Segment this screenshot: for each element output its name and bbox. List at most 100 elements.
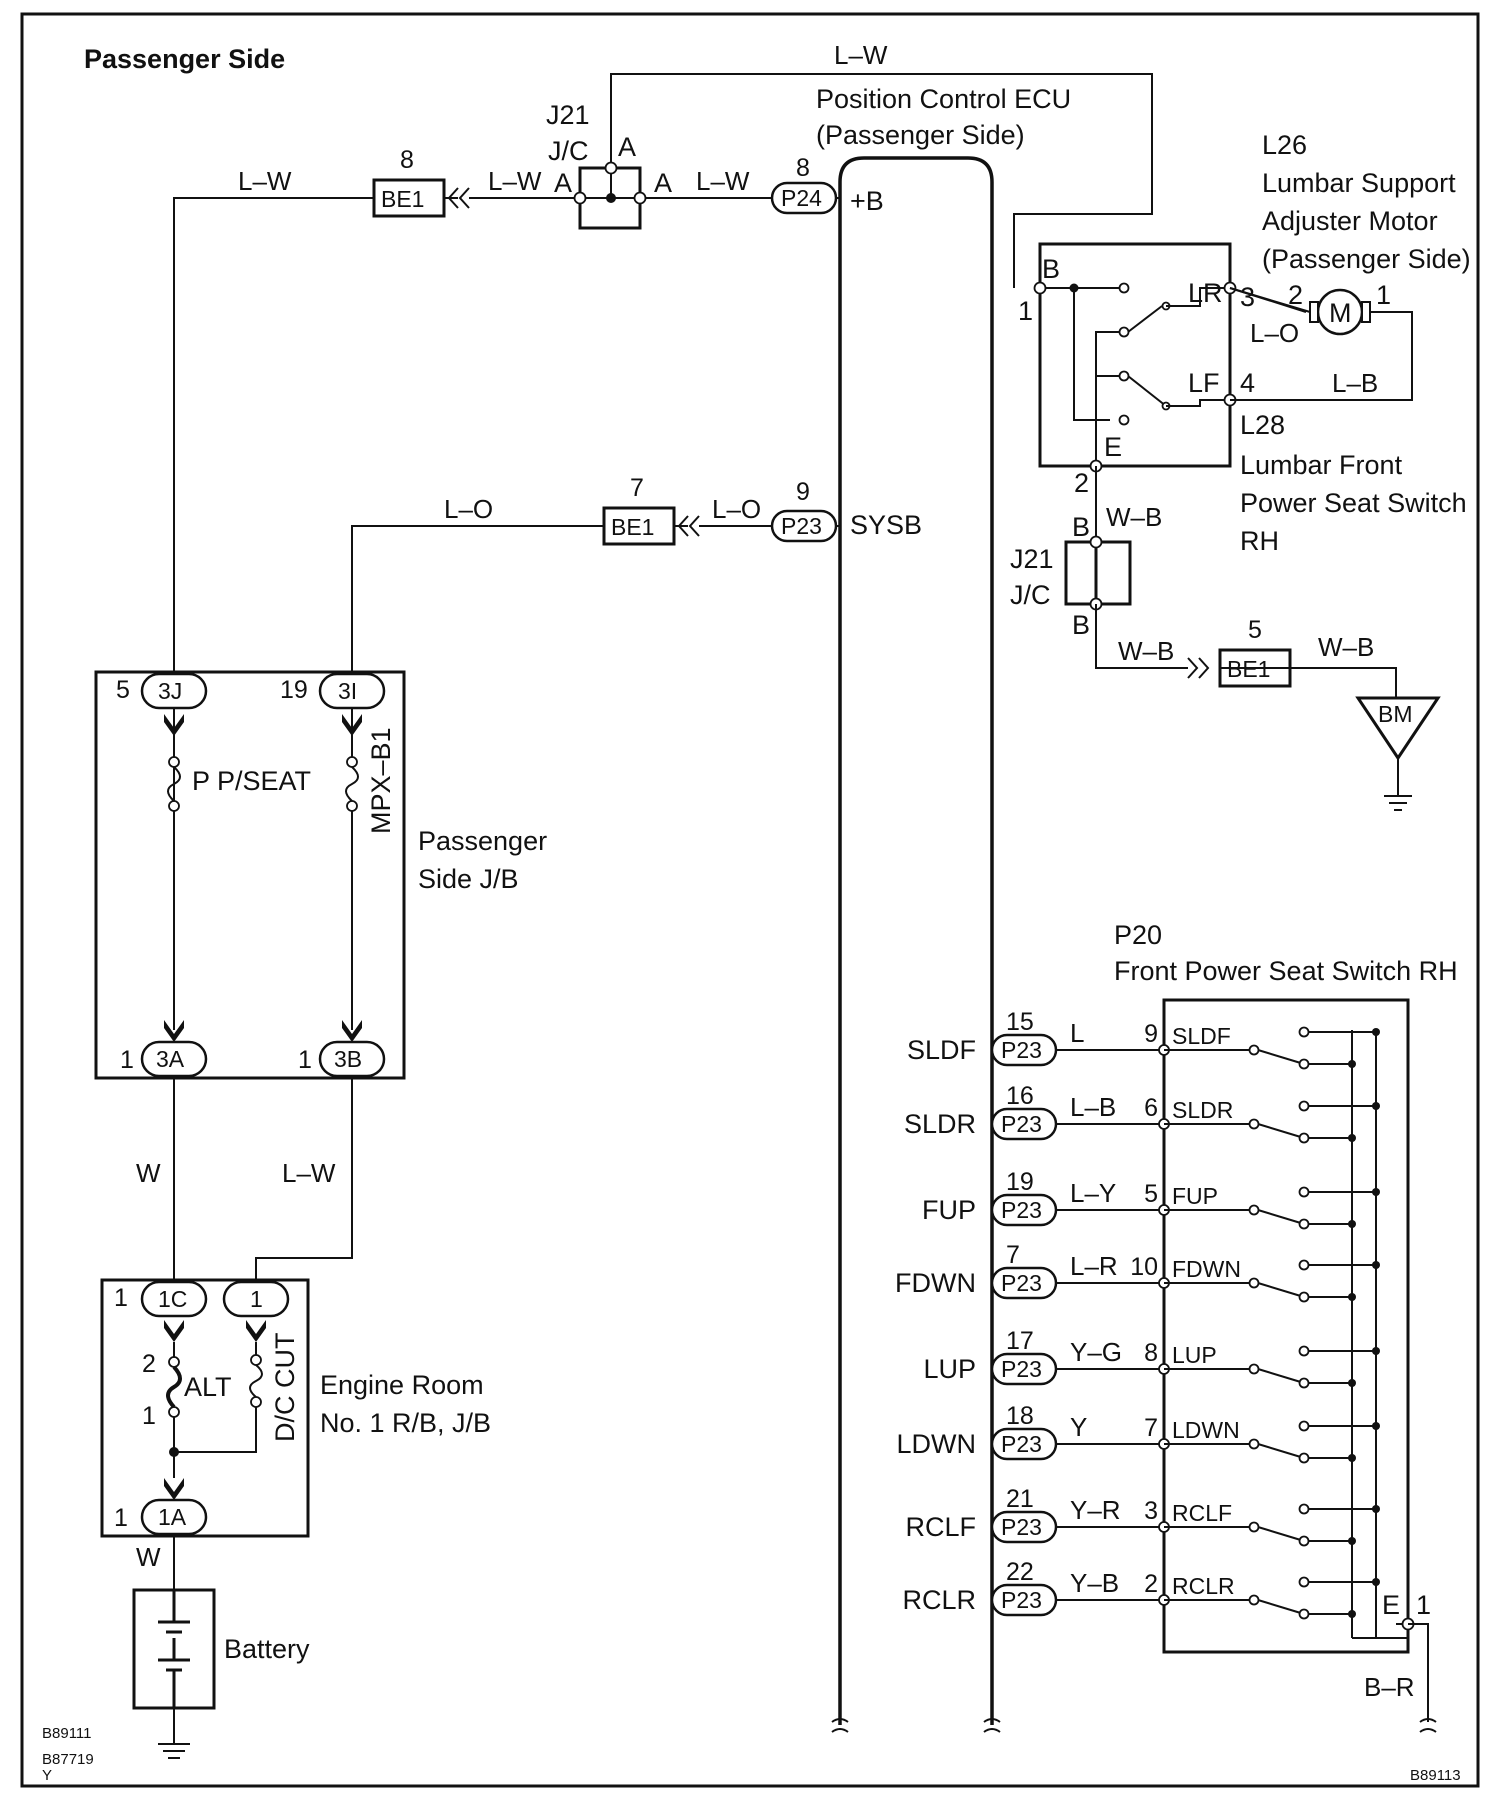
wire-label-lw-top: L–W xyxy=(834,40,888,70)
junction-j21-bottom xyxy=(1064,540,1098,606)
jc-bottom-pin-b-bottom: B xyxy=(1072,610,1090,640)
jc-top-pin-a-top: A xyxy=(618,132,636,162)
p20-switch-box xyxy=(1162,998,1410,1654)
p20-terminal-label: LDWN xyxy=(1172,1417,1240,1443)
ecu-pin-number: 22 xyxy=(1006,1558,1034,1586)
fuse-alt-icon xyxy=(166,1365,182,1409)
wire-color-label: Y–B xyxy=(1070,1568,1119,1598)
ecu-pin-number: 18 xyxy=(1006,1402,1034,1430)
l28-pin-2: 2 xyxy=(1074,468,1089,498)
jb-name-line1: Passenger xyxy=(418,826,547,856)
jc-bottom-line2: J/C xyxy=(1010,580,1051,610)
fuse-dc-cut-label: D/C CUT xyxy=(270,1333,300,1443)
ecu-signal-rclr: RCLR xyxy=(902,1585,976,1615)
ecu-pin-number: 15 xyxy=(1006,1008,1034,1036)
p20-terminal-label: SLDR xyxy=(1172,1097,1233,1123)
connector-3j-label: 3J xyxy=(158,678,182,704)
connector-p23-label: P23 xyxy=(1001,1270,1042,1296)
p20-name: Front Power Seat Switch RH xyxy=(1114,956,1458,986)
l26-line1: Lumbar Support xyxy=(1262,168,1456,198)
wire-label-w-1: W xyxy=(136,1158,161,1188)
wire-label-wb-3: W–B xyxy=(1318,632,1374,662)
connector-p24 xyxy=(770,181,838,215)
fuse-alt-pin-2: 2 xyxy=(142,1350,156,1378)
wire-br-ground xyxy=(1408,1623,1429,1722)
wire-color-label: Y–G xyxy=(1070,1337,1122,1367)
p20-terminal-label: FUP xyxy=(1172,1183,1218,1209)
connector-be1-plusb xyxy=(372,178,446,218)
jb-pin-5: 5 xyxy=(116,676,130,704)
fuse-dc-cut-icon xyxy=(249,1364,263,1398)
jc-top-pin-a-left: A xyxy=(554,168,572,198)
p20-pin-number: 5 xyxy=(1144,1180,1158,1208)
p20-pin-e: E xyxy=(1382,1590,1400,1620)
jb-name-line2: Side J/B xyxy=(418,864,519,894)
connector-1a-label: 1A xyxy=(158,1504,187,1530)
passenger-side-jb xyxy=(94,670,406,1080)
wire-color-label: L–Y xyxy=(1070,1178,1116,1208)
connector-1c-label: 1C xyxy=(158,1286,187,1312)
fuse-p-pseat-label: P P/SEAT xyxy=(192,766,311,796)
engine-rb-name-line1: Engine Room xyxy=(320,1370,484,1400)
connector-p24-label: P24 xyxy=(781,185,822,211)
jc-top-pin-a-right: A xyxy=(654,168,672,198)
fuse-p-pseat-icon xyxy=(167,766,181,802)
ecu-pin-number: 21 xyxy=(1006,1485,1034,1513)
l28-pin-4: 4 xyxy=(1240,368,1255,398)
p20-pin-number: 10 xyxy=(1130,1253,1158,1281)
connector-be1-plusb-label: BE1 xyxy=(381,186,424,212)
l28-lumbar-switch xyxy=(1038,242,1232,468)
connector-3i-label: 3I xyxy=(338,678,357,704)
connector-3a-label: 3A xyxy=(156,1046,185,1072)
connector-1c xyxy=(140,1280,208,1318)
diagram-title: Passenger Side xyxy=(84,44,285,74)
fuse-alt-label: ALT xyxy=(184,1372,232,1402)
jc-bottom-line1: J21 xyxy=(1010,544,1054,574)
l28-pin-lr: LR xyxy=(1188,278,1223,308)
ecu-signal-fdwn: FDWN xyxy=(895,1268,976,1298)
l28-code: L28 xyxy=(1240,410,1285,440)
pin-9-p23: 9 xyxy=(796,478,810,506)
connector-p23-label: P23 xyxy=(1001,1197,1042,1223)
p20-pin-number: 3 xyxy=(1144,1497,1158,1525)
wire-color-label: Y–R xyxy=(1070,1495,1121,1525)
code-bl3: Y xyxy=(42,1767,52,1784)
motor-pin-2: 2 xyxy=(1288,280,1303,310)
connector-1 xyxy=(222,1280,290,1318)
connector-be1-sysb xyxy=(602,506,676,546)
jb-pin-1-b: 1 xyxy=(298,1046,312,1074)
p20-pin-1: 1 xyxy=(1416,1590,1431,1620)
wire-label-lw-2: L–W xyxy=(488,166,542,196)
l28-line2: Power Seat Switch xyxy=(1240,488,1467,518)
wire-label-lw-jb: L–W xyxy=(282,1158,336,1188)
p20-terminal-label: RCLR xyxy=(1172,1573,1235,1599)
ecu-signal-lup: LUP xyxy=(923,1354,976,1384)
wire-label-wb-2: W–B xyxy=(1118,636,1174,666)
ecu-bus xyxy=(831,156,1001,1733)
p20-terminal-label: FDWN xyxy=(1172,1256,1241,1282)
wire-label-lw-1: L–W xyxy=(238,166,292,196)
wire-label-lo-2: L–O xyxy=(712,494,761,524)
p20-code: P20 xyxy=(1114,920,1162,950)
p20-terminal-label: LUP xyxy=(1172,1342,1217,1368)
connector-be1-ground xyxy=(1218,648,1292,688)
ecu-pin-number: 19 xyxy=(1006,1168,1034,1196)
wire-label-wb-1: W–B xyxy=(1106,502,1162,532)
l28-line1: Lumbar Front xyxy=(1240,450,1403,480)
connector-p23-label: P23 xyxy=(1001,1111,1042,1137)
battery-icon xyxy=(158,1590,190,1708)
wire-label-w-2: W xyxy=(136,1542,161,1572)
ground-point-bm xyxy=(1355,696,1441,761)
wire-lo-sysb xyxy=(351,525,604,674)
wire-label-lo-1: L–O xyxy=(444,494,493,524)
p20-pin-number: 7 xyxy=(1144,1414,1158,1442)
l28-line3: RH xyxy=(1240,526,1279,556)
l28-pin-b: B xyxy=(1042,254,1060,284)
connector-1-label: 1 xyxy=(250,1286,263,1312)
